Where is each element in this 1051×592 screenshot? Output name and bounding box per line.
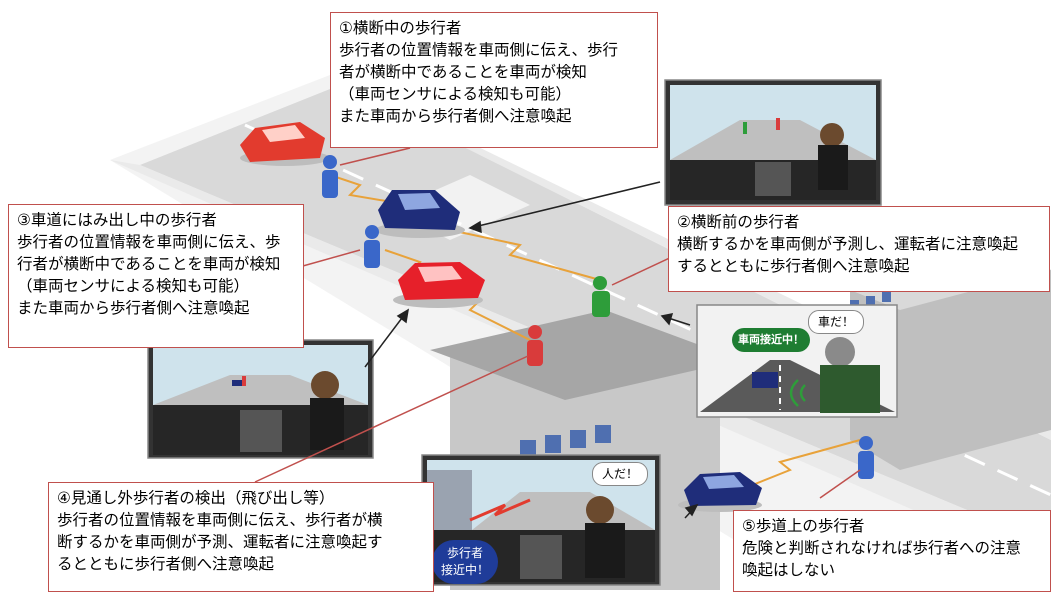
badge-pedestrian-approaching: 歩行者 接近中！ — [432, 540, 498, 584]
callout-3-title: ③車道にはみ出し中の歩行者 — [17, 211, 217, 229]
callout-3-line: 行者が横断中であることを車両が検知 — [17, 255, 281, 273]
arrows — [364, 181, 699, 519]
driver-view-3 — [696, 304, 898, 418]
driver-view-2 — [147, 339, 374, 459]
callout-roadway-pedestrian: ③車道にはみ出し中の歩行者 歩行者の位置情報を車両側に伝え、歩 行者が横断中であ… — [8, 204, 304, 348]
pedestrian-green — [592, 276, 610, 317]
car-blue-1 — [375, 190, 465, 238]
callout-3-line: （車両センサによる検知も可能） — [17, 277, 250, 295]
callout-2-title: ②横断前の歩行者 — [677, 213, 800, 231]
callout-4-line: るとともに歩行者側へ注意喚起 — [57, 555, 275, 573]
callout-5-line: 喚起はしない — [742, 561, 836, 579]
pedestrian-blue-2 — [364, 225, 380, 268]
pedestrian-red — [527, 325, 543, 366]
callout-1-line: （車両センサによる検知も可能） — [339, 85, 572, 103]
callout-1-line: 歩行者の位置情報を車両側に伝え、歩行 — [339, 41, 619, 59]
callout-crossing-pedestrian: ①横断中の歩行者 歩行者の位置情報を車両側に伝え、歩行 者が横断中であることを車… — [330, 12, 658, 148]
callout-1-title: ①横断中の歩行者 — [339, 19, 462, 37]
car-red-1 — [240, 122, 330, 166]
pedestrian-blue-3 — [858, 436, 874, 479]
callout-sidewalk-pedestrian: ⑤歩道上の歩行者 危険と判断されなければ歩行者への注意 喚起はしない — [733, 510, 1051, 592]
callout-3-line: 歩行者の位置情報を車両側に伝え、歩 — [17, 233, 281, 251]
callout-before-crossing-pedestrian: ②横断前の歩行者 横断するかを車両側が予測し、運転者に注意喚起 するとともに歩行… — [668, 206, 1050, 292]
callout-2-line: 横断するかを車両側が予測し、運転者に注意喚起 — [677, 235, 1019, 253]
car-red-2 — [393, 262, 485, 308]
callout-3-line: また車両から歩行者側へ注意喚起 — [17, 299, 250, 317]
callout-5-line: 危険と判断されなければ歩行者への注意 — [742, 539, 1022, 557]
bubble-car-exclaim: 車だ！ — [808, 310, 864, 334]
callout-1-line: また車両から歩行者側へ注意喚起 — [339, 107, 572, 125]
callout-out-of-sight-pedestrian: ④見通し外歩行者の検出（飛び出し等） 歩行者の位置情報を車両側に伝え、歩行者が横… — [48, 482, 434, 592]
car-blue-2 — [678, 472, 762, 512]
callout-1-line: 者が横断中であることを車両が検知 — [339, 63, 587, 81]
pedestrian-blue-1 — [322, 155, 338, 198]
callout-4-title: ④見通し外歩行者の検出（飛び出し等） — [57, 489, 335, 507]
badge-pedestrian-line1: 歩行者 — [446, 546, 483, 560]
callout-2-line: するとともに歩行者側へ注意喚起 — [677, 257, 910, 275]
callout-4-line: 断するかを車両側が予測、運転者に注意喚起す — [57, 533, 383, 551]
callout-4-line: 歩行者の位置情報を車両側に伝え、歩行者が横 — [57, 511, 383, 529]
driver-view-1 — [664, 79, 882, 206]
badge-car-approaching: 車両接近中！ — [732, 328, 810, 352]
badge-pedestrian-line2: 接近中！ — [440, 563, 489, 577]
bubble-person-exclaim: 人だ！ — [592, 462, 648, 486]
callout-5-title: ⑤歩道上の歩行者 — [742, 517, 865, 535]
